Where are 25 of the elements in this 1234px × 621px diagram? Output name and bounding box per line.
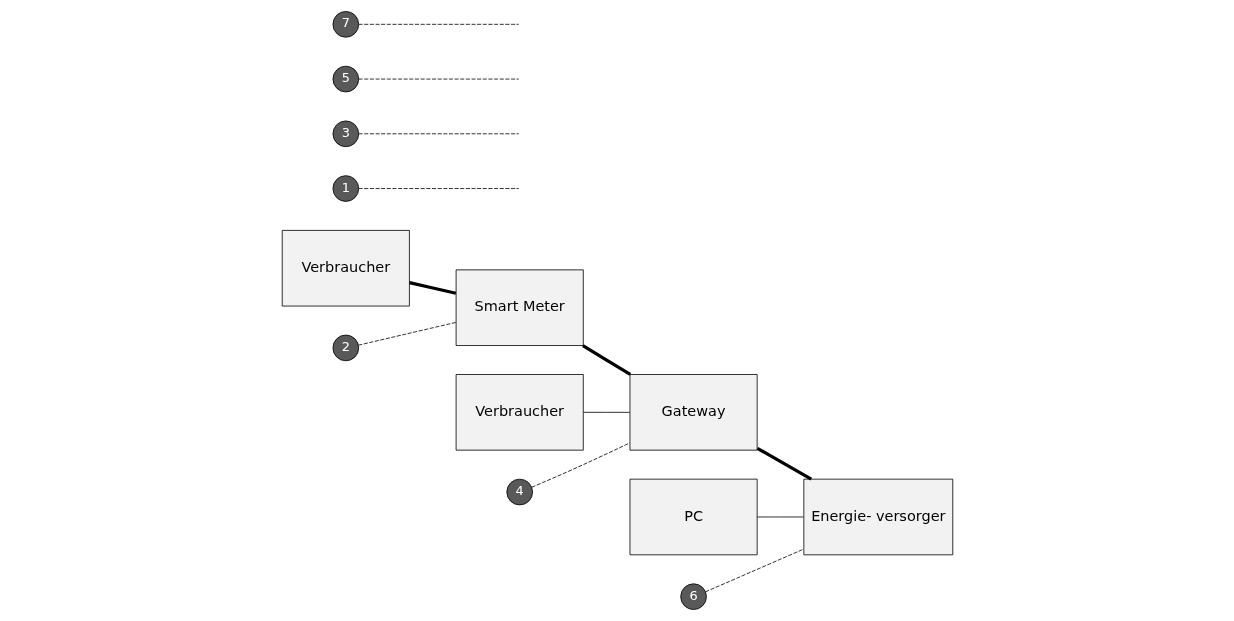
node-circle: 5: [332, 65, 359, 93]
node-box: PC: [629, 478, 758, 556]
connector: [357, 322, 456, 346]
node-circle: 1: [332, 175, 359, 202]
connector: [704, 548, 804, 593]
node-circle: 7: [332, 11, 359, 38]
connector: [357, 133, 519, 135]
connector: [756, 516, 804, 518]
connector: [582, 411, 630, 413]
node-box: Verbraucher: [281, 230, 410, 307]
node-circle: 4: [505, 478, 533, 506]
connector: [357, 188, 519, 189]
connector: [531, 442, 630, 488]
node-box: Smart Meter: [455, 269, 584, 346]
node-circle: 3: [332, 120, 359, 148]
connector: [581, 344, 631, 376]
node-box: Verbraucher: [455, 374, 584, 451]
connector: [408, 281, 456, 295]
node-circle: 6: [679, 583, 707, 610]
node-circle: 2: [332, 334, 359, 362]
node-box: Energie- versorger: [802, 478, 953, 556]
connector: [357, 78, 519, 80]
node-box: Gateway: [629, 374, 758, 451]
connector: [357, 23, 519, 25]
connector: [756, 446, 812, 481]
